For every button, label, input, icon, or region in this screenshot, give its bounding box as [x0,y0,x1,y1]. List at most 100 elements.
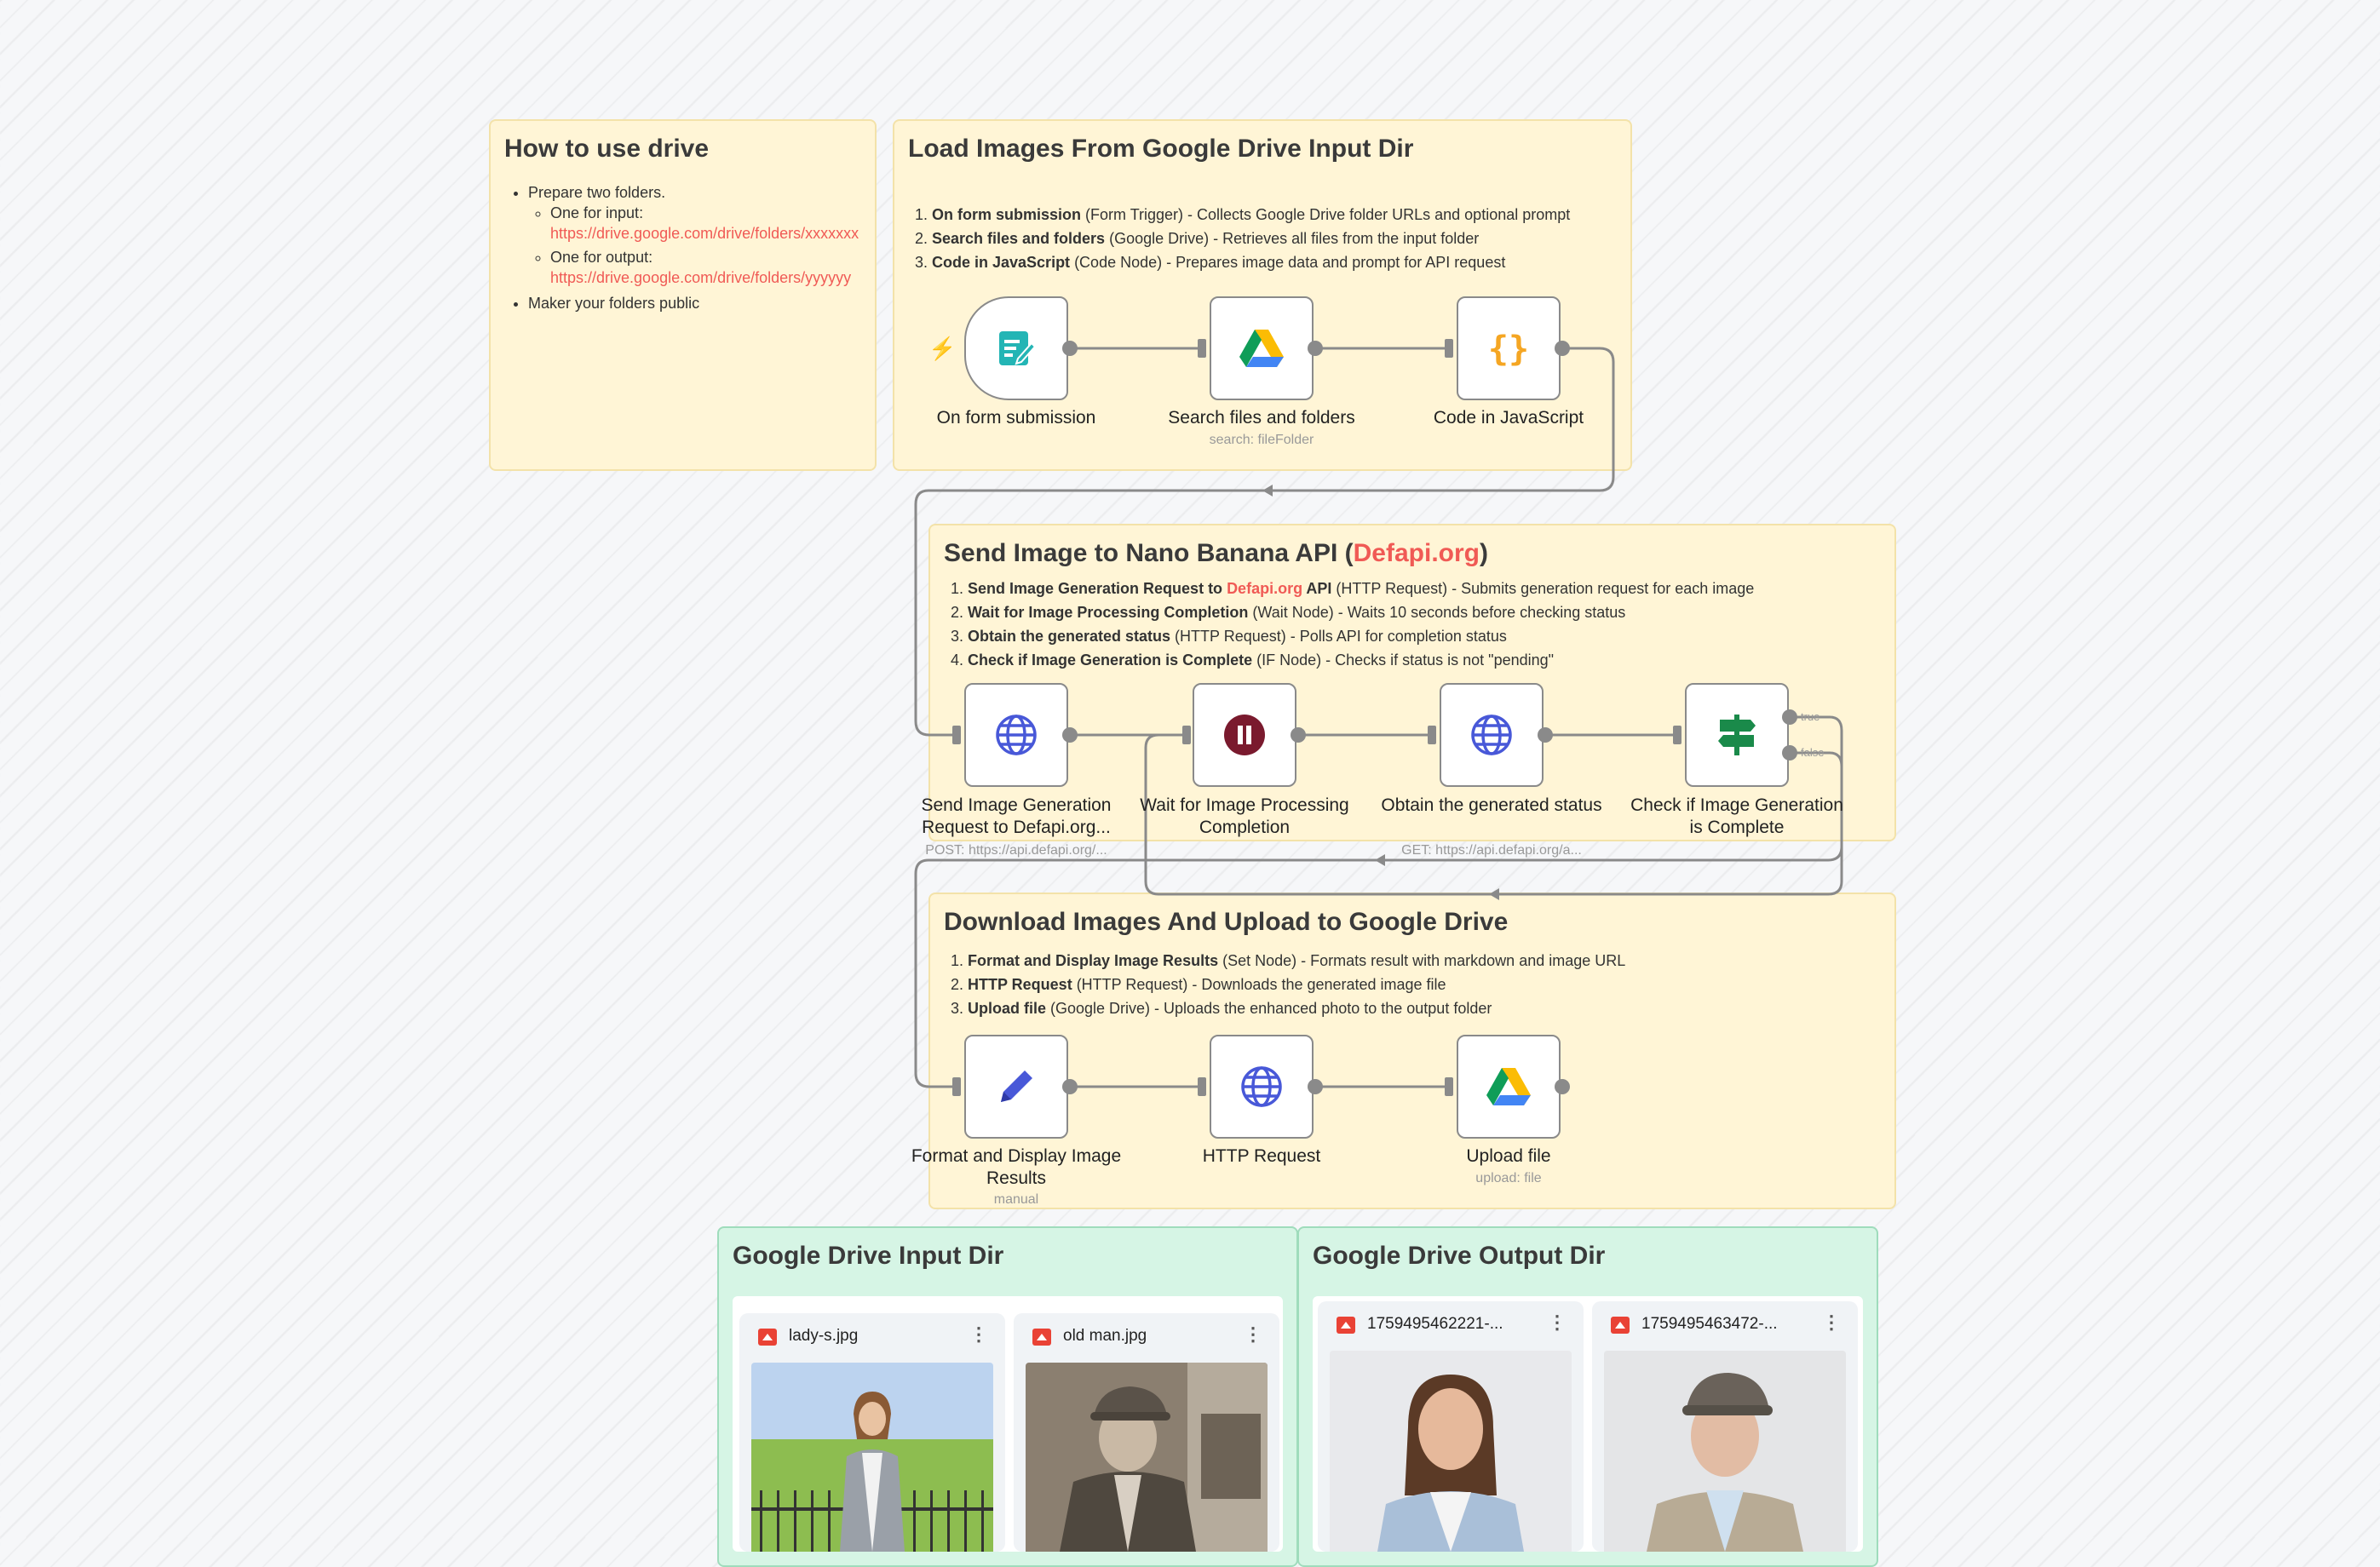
input-port[interactable] [1198,1077,1206,1096]
image-file-icon [1032,1329,1051,1346]
load-step: Search files and folders (Google Drive) … [932,227,1570,250]
input-port[interactable] [1445,339,1453,358]
download-step: Format and Display Image Results (Set No… [968,949,1625,973]
node-subtitle: search: fileFolder [1209,433,1314,447]
google-drive-icon [1486,1068,1531,1105]
code-braces-icon: {} [1488,330,1529,369]
output-port[interactable] [1555,1079,1570,1094]
output-folder-link[interactable]: https://drive.google.com/drive/folders/y… [550,269,852,286]
input-drive-panel: lady-s.jpg ⋮ [733,1296,1283,1552]
download-steps-list: Format and Display Image Results (Set No… [968,949,1625,1020]
image-thumbnail [751,1363,993,1552]
trigger-bolt-icon: ⚡ [928,336,957,361]
load-images-sticky-note[interactable]: Load Images From Google Drive Input Dir … [893,119,1632,471]
form-icon [999,331,1037,365]
send-step: Wait for Image Processing Completion (Wa… [968,600,1754,624]
load-steps-list: On form submission (Form Trigger) - Coll… [932,203,1570,274]
output-port[interactable] [1062,1079,1078,1094]
node-label: Search files and folders [1168,408,1355,428]
node-subtitle: manual [993,1192,1039,1207]
false-output-port[interactable] [1782,745,1797,761]
lady-photo-illustration [751,1363,993,1552]
node-label: HTTP Request [1202,1146,1321,1166]
output-port[interactable] [1062,341,1078,356]
load-step: Code in JavaScript (Code Node) - Prepare… [932,250,1570,274]
send-image-sticky-note[interactable]: Send Image to Nano Banana API (Defapi.or… [928,524,1896,841]
node-label: Send Image Generation Request to Defapi.… [921,795,1112,837]
node-label: Wait for Image Processing Completion [1140,795,1349,837]
howto-item: Maker your folders public [528,293,859,313]
file-card-output-2[interactable]: 1759495463472-... ⋮ [1592,1301,1858,1552]
pencil-icon [1001,1070,1032,1102]
download-step: HTTP Request (HTTP Request) - Downloads … [968,973,1625,996]
node-label: Code in JavaScript [1433,408,1584,428]
node-format-and-display-results[interactable] [964,1035,1068,1139]
file-card-old-man[interactable]: old man.jpg ⋮ [1014,1313,1279,1552]
svg-text:{}: {} [1488,330,1529,369]
signpost-icon [1718,715,1756,755]
node-subtitle: POST: https://api.defapi.org/... [925,843,1107,858]
file-card-lady[interactable]: lady-s.jpg ⋮ [739,1313,1005,1552]
howto-sticky-note[interactable]: How to use drive Prepare two folders. On… [489,119,877,471]
google-drive-input-dir-note[interactable]: Google Drive Input Dir lady-s.jpg ⋮ [717,1226,1298,1567]
more-options-icon[interactable]: ⋮ [1244,1323,1262,1345]
node-search-files-and-folders[interactable] [1210,296,1314,400]
more-options-icon[interactable]: ⋮ [1822,1312,1841,1333]
node-code-in-javascript[interactable]: {} [1457,296,1561,400]
true-branch-label: true [1801,710,1820,723]
send-step: Send Image Generation Request to Defapi.… [968,577,1754,600]
woman-portrait-illustration [1330,1351,1572,1552]
node-subtitle: GET: https://api.defapi.org/a... [1401,843,1582,858]
output-port[interactable] [1062,727,1078,743]
image-thumbnail [1026,1363,1268,1552]
node-label: Format and Display Image Results [911,1146,1122,1188]
download-step: Upload file (Google Drive) - Uploads the… [968,996,1625,1020]
old-man-portrait-illustration [1604,1351,1846,1552]
output-port[interactable] [1555,341,1570,356]
node-label: Upload file [1466,1146,1551,1166]
globe-icon [996,715,1037,755]
file-name: 1759495462221-... [1367,1315,1503,1333]
true-output-port[interactable] [1782,709,1797,725]
howto-sub-item: One for output:https://drive.google.com/… [550,247,859,288]
download-upload-sticky-note[interactable]: Download Images And Upload to Google Dri… [928,893,1896,1209]
output-port[interactable] [1291,727,1306,743]
node-http-request[interactable] [1210,1035,1314,1139]
google-drive-output-dir-note[interactable]: Google Drive Output Dir 1759495462221-..… [1297,1226,1878,1567]
input-port[interactable] [1445,1077,1453,1096]
input-port[interactable] [1182,726,1191,744]
node-wait-for-image-processing[interactable] [1193,683,1296,787]
input-folder-link[interactable]: https://drive.google.com/drive/folders/x… [550,225,859,242]
node-on-form-submission[interactable] [964,296,1068,400]
output-drive-panel: 1759495462221-... ⋮ 1759495463472-... ⋮ [1313,1296,1863,1552]
send-step: Obtain the generated status (HTTP Reques… [968,624,1754,648]
node-check-if-image-complete[interactable] [1685,683,1789,787]
node-send-image-generation-request[interactable] [964,683,1068,787]
more-options-icon[interactable]: ⋮ [1548,1312,1567,1333]
image-file-icon [758,1329,777,1346]
input-port[interactable] [1673,726,1682,744]
output-port[interactable] [1308,1079,1323,1094]
input-port[interactable] [1428,726,1436,744]
node-label: On form submission [936,408,1096,428]
load-step: On form submission (Form Trigger) - Coll… [932,203,1570,227]
more-options-icon[interactable]: ⋮ [969,1323,988,1345]
old-man-photo-illustration [1026,1363,1268,1552]
send-step: Check if Image Generation is Complete (I… [968,648,1754,672]
send-image-title: Send Image to Nano Banana API (Defapi.or… [944,539,1488,567]
node-upload-file[interactable] [1457,1035,1561,1139]
google-drive-icon [1239,330,1284,367]
output-port[interactable] [1308,341,1323,356]
file-name: 1759495463472-... [1641,1315,1778,1333]
node-obtain-generated-status[interactable] [1440,683,1544,787]
input-port[interactable] [952,1077,961,1096]
input-port[interactable] [952,726,961,744]
output-port[interactable] [1538,727,1553,743]
input-port[interactable] [1198,339,1206,358]
file-card-output-1[interactable]: 1759495462221-... ⋮ [1318,1301,1584,1552]
wire-arrow [1375,854,1385,866]
image-file-icon [1337,1317,1355,1334]
download-upload-title: Download Images And Upload to Google Dri… [944,908,1509,936]
image-file-icon [1611,1317,1630,1334]
